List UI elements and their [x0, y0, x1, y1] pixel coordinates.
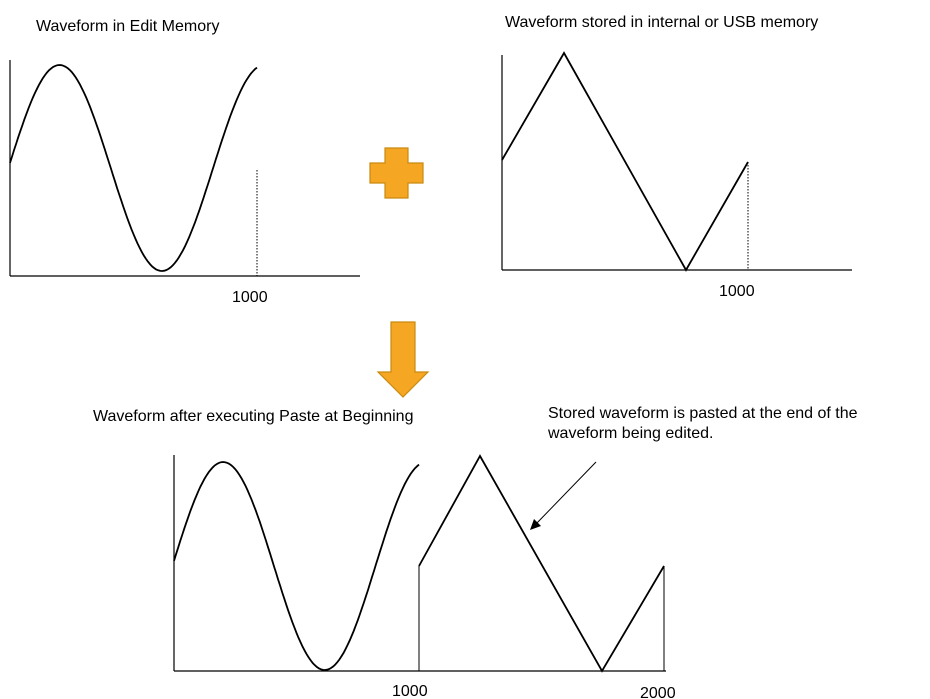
result-tick-2000: 2000 — [640, 685, 676, 699]
result-title: Waveform after executing Paste at Beginn… — [93, 408, 413, 425]
sine-waveform — [9, 64, 258, 272]
edit-memory-panel: Waveform in Edit Memory 1000 — [9, 18, 360, 306]
result-sine-segment — [173, 461, 420, 671]
result-panel: Waveform after executing Paste at Beginn… — [93, 405, 858, 699]
result-tick-1000: 1000 — [392, 683, 428, 699]
edit-memory-tick-1000: 1000 — [232, 289, 268, 306]
annotation-line-1: Stored waveform is pasted at the end of … — [548, 405, 858, 422]
stored-title: Waveform stored in internal or USB memor… — [505, 14, 818, 31]
stored-tick-1000: 1000 — [719, 283, 755, 300]
stored-panel: Waveform stored in internal or USB memor… — [501, 14, 852, 300]
edit-memory-title: Waveform in Edit Memory — [36, 18, 219, 35]
plus-icon — [369, 147, 424, 199]
triangle-waveform — [501, 51, 749, 272]
result-triangle-segment — [418, 454, 665, 673]
annotation-pointer-line — [535, 461, 597, 525]
annotation-arrow-head-icon — [530, 519, 541, 530]
annotation-line-2: waveform being edited. — [547, 425, 713, 442]
down-arrow-icon — [376, 321, 430, 398]
